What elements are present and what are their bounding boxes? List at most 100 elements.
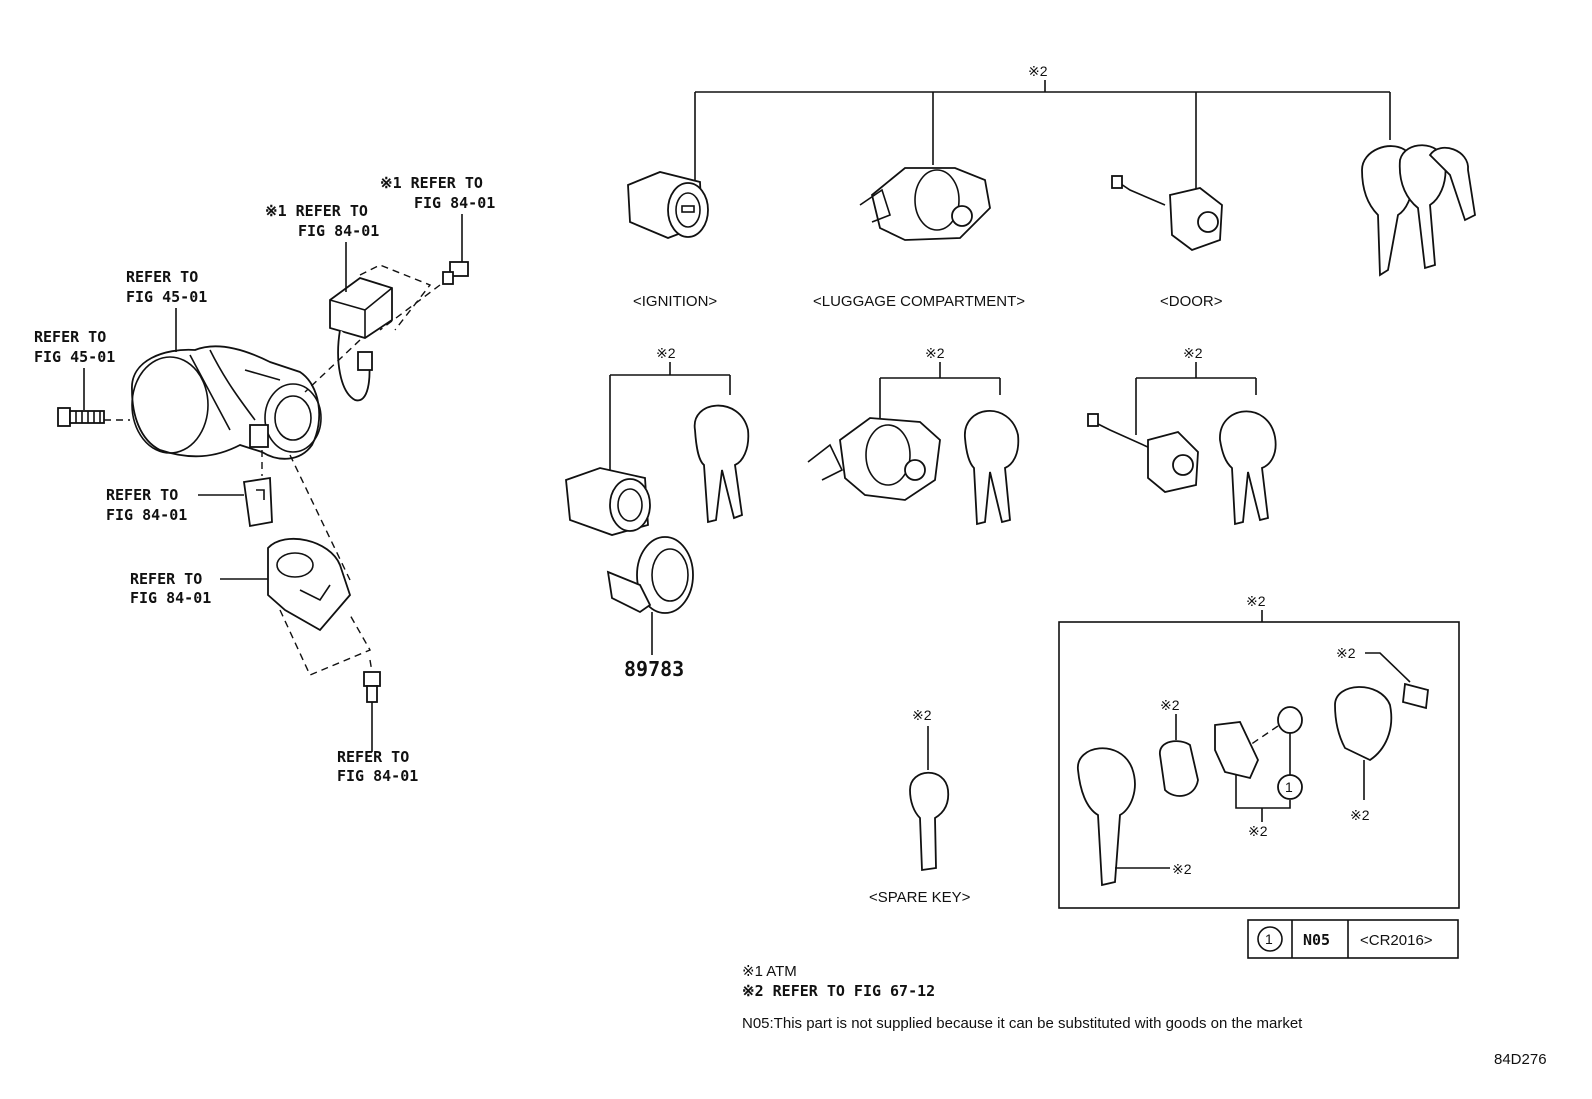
ref-line-2: FIG 84-01 bbox=[414, 194, 495, 212]
svg-text:<DOOR>: <DOOR> bbox=[1160, 293, 1223, 310]
ref-line-1: REFER TO bbox=[106, 486, 178, 504]
svg-text:FIG 84-01: FIG 84-01 bbox=[337, 767, 418, 785]
transponder-coil-icon bbox=[267, 538, 352, 632]
spare-key: ※2 <SPARE KEY> bbox=[869, 707, 971, 906]
svg-text:89783: 89783 bbox=[624, 657, 684, 681]
svg-text:N05: N05 bbox=[1303, 931, 1330, 949]
svg-text:REFER TO: REFER TO bbox=[337, 748, 409, 766]
mark-remote-label: ※2 bbox=[1336, 645, 1356, 661]
label-ref-84-01-top-a: ※1 REFER TO FIG 84-01 bbox=[265, 202, 379, 292]
mark-remote-key-blade: ※2 bbox=[1172, 861, 1192, 877]
svg-text:※2: ※2 bbox=[1028, 63, 1048, 79]
svg-text:FIG 45-01: FIG 45-01 bbox=[126, 288, 207, 306]
ref-line-1: ※1 REFER TO bbox=[380, 174, 483, 192]
ref-line-1: REFER TO bbox=[130, 570, 202, 588]
top-cylinder-group: ※2 <IGNITION> <LUGGA bbox=[627, 63, 1476, 310]
part-number-89783: 89783 bbox=[624, 657, 684, 681]
luggage-set: ※2 bbox=[807, 345, 1020, 526]
ref-line-2: FIG 84-01 bbox=[106, 506, 187, 524]
caption-spare-key: <SPARE KEY> bbox=[869, 889, 971, 906]
figure-id: 84D276 bbox=[1494, 1051, 1547, 1068]
svg-text:<IGNITION>: <IGNITION> bbox=[633, 293, 717, 310]
ref-line-1: REFER TO bbox=[337, 748, 409, 766]
bolt-left-icon bbox=[57, 407, 105, 427]
battery-index: 1 bbox=[1265, 931, 1273, 947]
label-ref-84-01-mid: REFER TO FIG 84-01 bbox=[106, 486, 244, 524]
label-ref-84-01-low: REFER TO FIG 84-01 bbox=[130, 570, 268, 607]
label-ref-84-01-top-b: ※1 REFER TO FIG 84-01 bbox=[380, 174, 495, 262]
screw-bottom-icon bbox=[363, 671, 381, 703]
door-set: ※2 bbox=[1087, 345, 1277, 526]
mark-remote-cover: ※2 bbox=[1160, 697, 1180, 713]
battery-type: <CR2016> bbox=[1360, 932, 1433, 949]
ref-line-2: FIG 84-01 bbox=[298, 222, 379, 240]
small-switch-icon bbox=[242, 476, 273, 528]
caption-door: <DOOR> bbox=[1160, 293, 1223, 310]
svg-text:※2: ※2 bbox=[912, 707, 932, 723]
ref-line-1: ※1 REFER TO bbox=[265, 202, 368, 220]
svg-text:※2: ※2 bbox=[1172, 861, 1192, 877]
mark-remote-box: ※2 bbox=[1246, 593, 1266, 609]
svg-text:※2: ※2 bbox=[1246, 593, 1266, 609]
svg-text:※1 REFER TO: ※1 REFER TO bbox=[380, 174, 483, 192]
note-3: N05:This part is not supplied because it… bbox=[742, 1015, 1303, 1032]
mark-door-set: ※2 bbox=[1183, 345, 1203, 361]
ref-line-2: FIG 84-01 bbox=[337, 767, 418, 785]
key-set-icon bbox=[1361, 144, 1476, 277]
svg-text:FIG 84-01: FIG 84-01 bbox=[130, 589, 211, 607]
notes: ※1 ATM ※2 REFER TO FIG 67-12 N05:This pa… bbox=[742, 963, 1303, 1032]
note-2: ※2 REFER TO FIG 67-12 bbox=[742, 982, 935, 1000]
label-ref-45-01-a: REFER TO FIG 45-01 bbox=[126, 268, 207, 352]
svg-text:※2 REFER TO FIG 67-12: ※2 REFER TO FIG 67-12 bbox=[742, 982, 935, 1000]
svg-text:※2: ※2 bbox=[1160, 697, 1180, 713]
note-1: ※1 ATM bbox=[742, 963, 797, 980]
remote-key-box: ※2 ※2 ※2 ※2 1 ※2 ※2 bbox=[1058, 593, 1460, 909]
ignition-cylinder-icon bbox=[627, 171, 709, 239]
ignition-switch-assembly bbox=[57, 261, 469, 703]
mark-remote-case: ※2 bbox=[1350, 807, 1370, 823]
screw-top-icon bbox=[442, 261, 469, 285]
mark-spare-key: ※2 bbox=[912, 707, 932, 723]
door-cylinder-icon bbox=[1111, 175, 1223, 252]
svg-text:※2: ※2 bbox=[656, 345, 676, 361]
svg-text:REFER TO: REFER TO bbox=[126, 268, 198, 286]
svg-text:1: 1 bbox=[1265, 931, 1273, 947]
battery-code: N05 bbox=[1303, 931, 1330, 949]
mark-luggage-set: ※2 bbox=[925, 345, 945, 361]
svg-text:※2: ※2 bbox=[1350, 807, 1370, 823]
svg-text:FIG 84-01: FIG 84-01 bbox=[414, 194, 495, 212]
svg-text:REFER TO: REFER TO bbox=[34, 328, 106, 346]
battery-table: 1 N05 <CR2016> bbox=[1247, 919, 1459, 959]
svg-text:※2: ※2 bbox=[1248, 823, 1268, 839]
solenoid-icon bbox=[329, 277, 393, 402]
ref-line-2: FIG 45-01 bbox=[34, 348, 115, 366]
svg-text:FIG 45-01: FIG 45-01 bbox=[34, 348, 115, 366]
label-ref-45-01-b: REFER TO FIG 45-01 bbox=[34, 328, 115, 410]
ref-line-2: FIG 84-01 bbox=[130, 589, 211, 607]
svg-text:※2: ※2 bbox=[1183, 345, 1203, 361]
ignition-set: ※2 89783 bbox=[565, 345, 750, 681]
svg-text:<SPARE KEY>: <SPARE KEY> bbox=[869, 889, 971, 906]
svg-text:※1 REFER TO: ※1 REFER TO bbox=[265, 202, 368, 220]
svg-text:<LUGGAGE COMPARTMENT>: <LUGGAGE COMPARTMENT> bbox=[813, 293, 1025, 310]
svg-text:※2: ※2 bbox=[1336, 645, 1356, 661]
svg-text:1: 1 bbox=[1285, 779, 1293, 795]
part-89783-icon bbox=[606, 536, 694, 655]
svg-text:FIG 84-01: FIG 84-01 bbox=[106, 506, 187, 524]
mark-top-group: ※2 bbox=[1028, 63, 1048, 79]
svg-text:REFER TO: REFER TO bbox=[106, 486, 178, 504]
ref-line-1: REFER TO bbox=[126, 268, 198, 286]
caption-ignition: <IGNITION> bbox=[633, 293, 717, 310]
svg-text:84D276: 84D276 bbox=[1494, 1051, 1547, 1068]
caption-luggage: <LUGGAGE COMPARTMENT> bbox=[813, 293, 1025, 310]
svg-text:※1 ATM: ※1 ATM bbox=[742, 963, 797, 980]
ref-line-2: FIG 45-01 bbox=[126, 288, 207, 306]
mark-ignition-set: ※2 bbox=[656, 345, 676, 361]
label-ref-84-01-bottom: REFER TO FIG 84-01 bbox=[337, 702, 418, 785]
svg-text:<CR2016>: <CR2016> bbox=[1360, 932, 1433, 949]
ref-line-1: REFER TO bbox=[34, 328, 106, 346]
mark-remote-board: ※2 bbox=[1248, 823, 1268, 839]
svg-text:REFER TO: REFER TO bbox=[130, 570, 202, 588]
svg-text:N05:This part is not supplied: N05:This part is not supplied because it… bbox=[742, 1015, 1303, 1032]
